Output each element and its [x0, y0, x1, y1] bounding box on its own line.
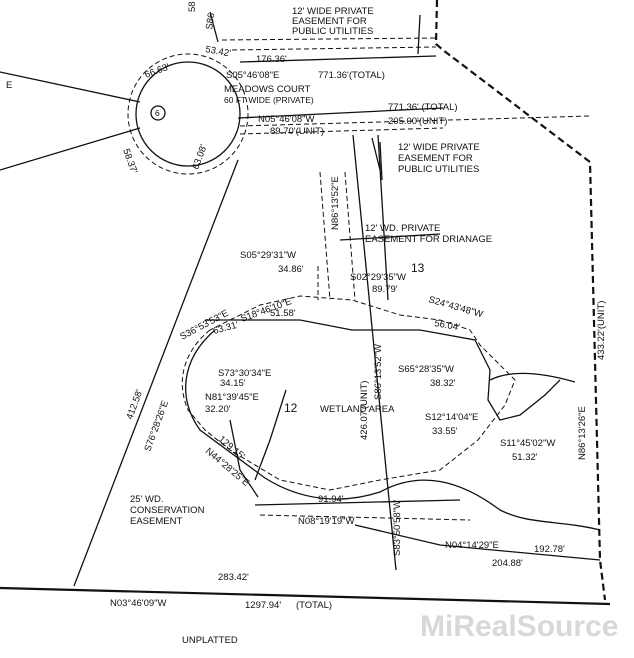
road-easement-lines [209, 11, 591, 171]
conservation-line [185, 319, 601, 561]
cul-de-sac [127, 53, 249, 175]
dim-63-08: 63.08' [190, 143, 209, 171]
conservation-3: EASEMENT [130, 516, 182, 527]
dim-s05-top: S05°46'08"E [226, 70, 279, 81]
easement-drain-1: 12' WD. PRIVATE [365, 223, 440, 234]
dim-283: 283.42' [218, 572, 249, 583]
labels: 12' WIDE PRIVATE EASEMENT FOR PUBLIC UTI… [6, 6, 492, 646]
dim-s24: S24°43'48"W [427, 294, 484, 320]
dim-s05-29: S05°29'31"W [240, 250, 296, 261]
dim-51-32: 51.32' [512, 452, 538, 463]
easement-top-2: EASEMENT FOR [292, 16, 367, 27]
easement-mid-3: PUBLIC UTILITIES [398, 164, 479, 175]
dim-426: 426.07'(UNIT) [359, 381, 370, 440]
dim-176: 176.36' [256, 54, 287, 65]
wetland-boundary [181, 295, 516, 491]
parcel-boundary [0, 0, 611, 606]
dim-412: 412.58' [124, 388, 145, 421]
dim-n05: N05°46'08"W [258, 114, 315, 125]
dim-34-15: 34.15' [220, 378, 246, 389]
dim-433: 433.22'(UNIT) [596, 301, 607, 360]
meadows-court-1: MEADOWS COURT [224, 84, 311, 95]
dim-204: 204.88' [492, 558, 523, 569]
dim-n81: N81°39'45"E [205, 392, 259, 403]
dim-66-63: 66.63' [143, 62, 171, 81]
dim-n04: N04°14'29"E [445, 540, 499, 551]
conservation-2: CONSERVATION [130, 505, 205, 516]
dim-51-58: 51.58' [270, 308, 296, 319]
dim-58-37: 58.37' [120, 147, 139, 175]
dim-n03: N03°46'09"W [110, 598, 167, 609]
dim-53-42: 53.42' [204, 44, 231, 59]
dim-n86-top: N86°13'52"E [330, 176, 341, 230]
watermark: MiRealSource [420, 610, 618, 643]
meadows-court-2: 60 FT WIDE (PRIVATE) [224, 95, 314, 105]
dim-205: 205.00'(UNIT) [388, 116, 447, 127]
lot-6-label: 6 [155, 108, 160, 118]
dim-89-79: 89.79' [372, 284, 398, 295]
lot-12-label: 12 [284, 401, 298, 415]
dim-56-04: 56.04' [433, 318, 460, 333]
dim-1297: 1297.94' [245, 600, 281, 611]
dim-91-94: 91.94' [318, 494, 344, 505]
dim-s02: S02°29'35"W [350, 272, 406, 283]
dim-771-mid: 771.36' (TOTAL) [388, 102, 458, 113]
dim-s11: S11°45'02"W [500, 438, 555, 449]
dim-192: 192.78' [534, 544, 565, 555]
dim-total: (TOTAL) [296, 600, 332, 611]
dim-s76: S76°28'26"E [142, 399, 171, 453]
easement-mid-2: EASEMENT FOR [398, 153, 473, 164]
dim-top-frag1: 58 [187, 1, 198, 12]
dim-771-top: 771.36'(TOTAL) [318, 70, 385, 81]
dim-s83: S83°50'58"W [392, 500, 403, 556]
dim-s12: S12°14'04"E [425, 412, 478, 423]
easement-top-1: 12' WIDE PRIVATE [292, 6, 374, 17]
dim-n08: N08°19'19"W [298, 516, 355, 527]
unplatted-label: UNPLATTED [182, 635, 238, 646]
drainage-easement-lines [317, 171, 441, 301]
dim-34-86: 34.86' [278, 264, 304, 275]
lot-13-label: 13 [411, 261, 425, 275]
dim-s73: S73°30'34"E [218, 368, 271, 379]
dim-38-32: 38.32' [430, 378, 456, 389]
leader-lines [229, 141, 383, 498]
dim-s86-vert: S86°13'52"W [373, 344, 384, 400]
easement-mid-1: 12' WIDE PRIVATE [398, 142, 480, 153]
easement-drain-2: EASEMENT FOR DRIANAGE [365, 234, 492, 245]
left-e-label: E [6, 80, 12, 91]
dim-89-70: 89.70'(UNIT) [270, 126, 324, 137]
easement-top-3: PUBLIC UTILITIES [292, 26, 373, 37]
dim-top-frag2: S86 [204, 12, 217, 30]
dim-s65: S65°28'35"W [398, 364, 454, 375]
wetland-label: WETLAND AREA [320, 404, 395, 415]
dim-33-55: 33.55' [432, 426, 458, 437]
conservation-1: 25' WD. [130, 494, 164, 505]
dim-n86-right: N86°13'26"E [577, 406, 588, 460]
dim-32-20: 32.20' [205, 404, 231, 415]
